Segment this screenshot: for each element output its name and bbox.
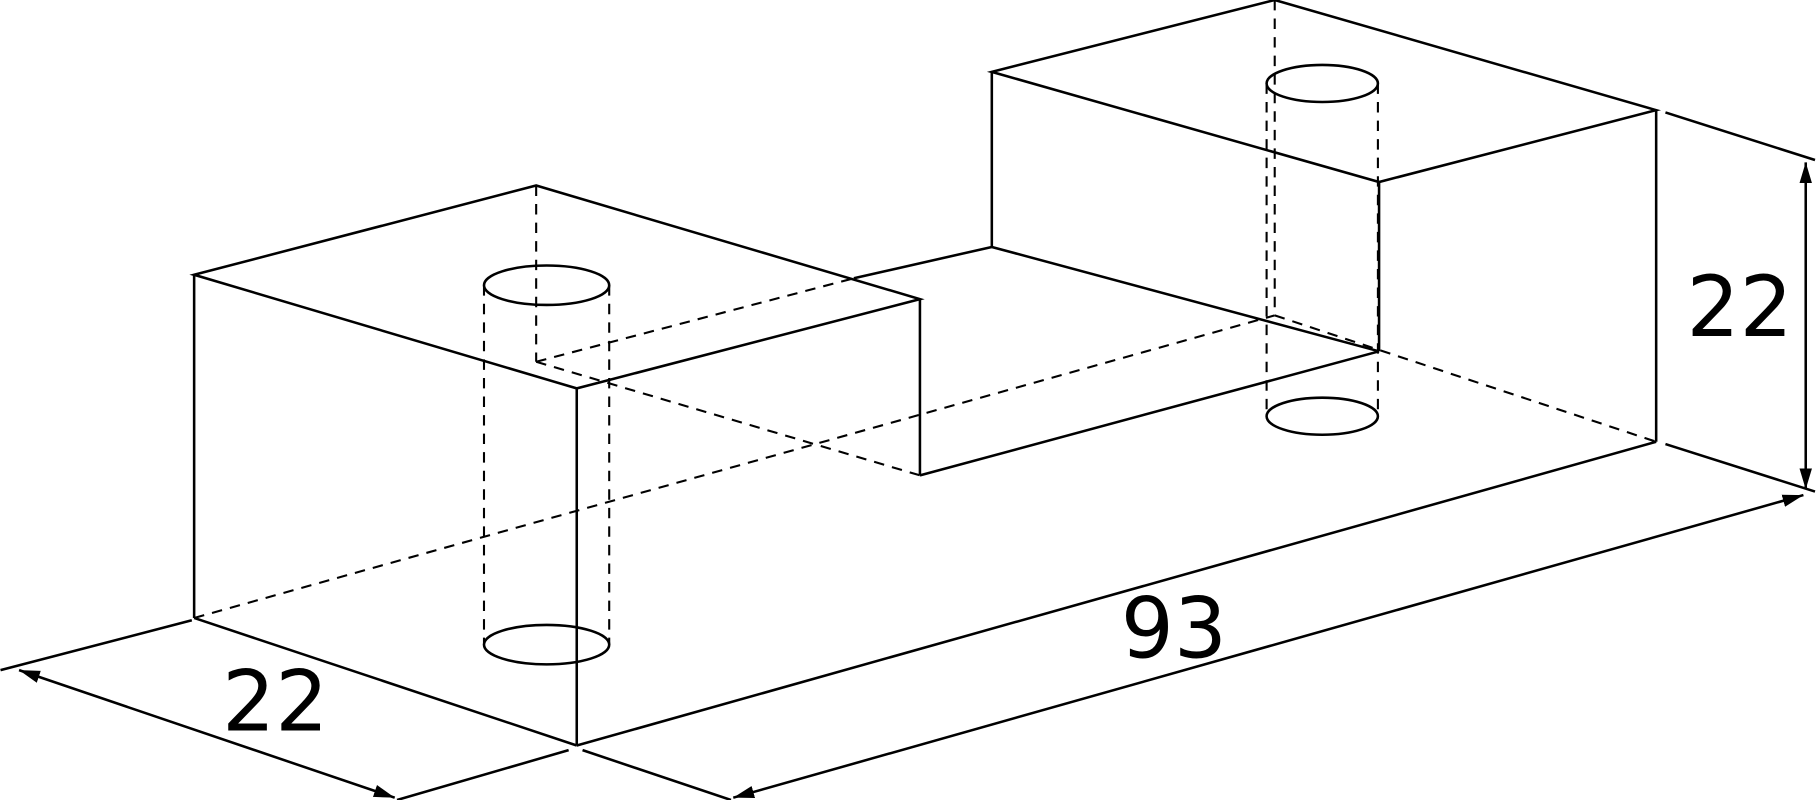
hidden-edges: [193, 0, 1657, 619]
right-hole: [1265, 63, 1380, 437]
dimension-height: 22: [1665, 111, 1816, 493]
dimension-depth: 22: [0, 619, 569, 800]
dimension-length: 93: [582, 493, 1804, 800]
visible-edges: [189, 0, 1661, 747]
depth-dimension-label: 22: [222, 653, 328, 750]
left-hole: [482, 264, 611, 666]
height-dimension-label: 22: [1687, 259, 1793, 356]
length-dimension-label: 93: [1121, 580, 1227, 677]
